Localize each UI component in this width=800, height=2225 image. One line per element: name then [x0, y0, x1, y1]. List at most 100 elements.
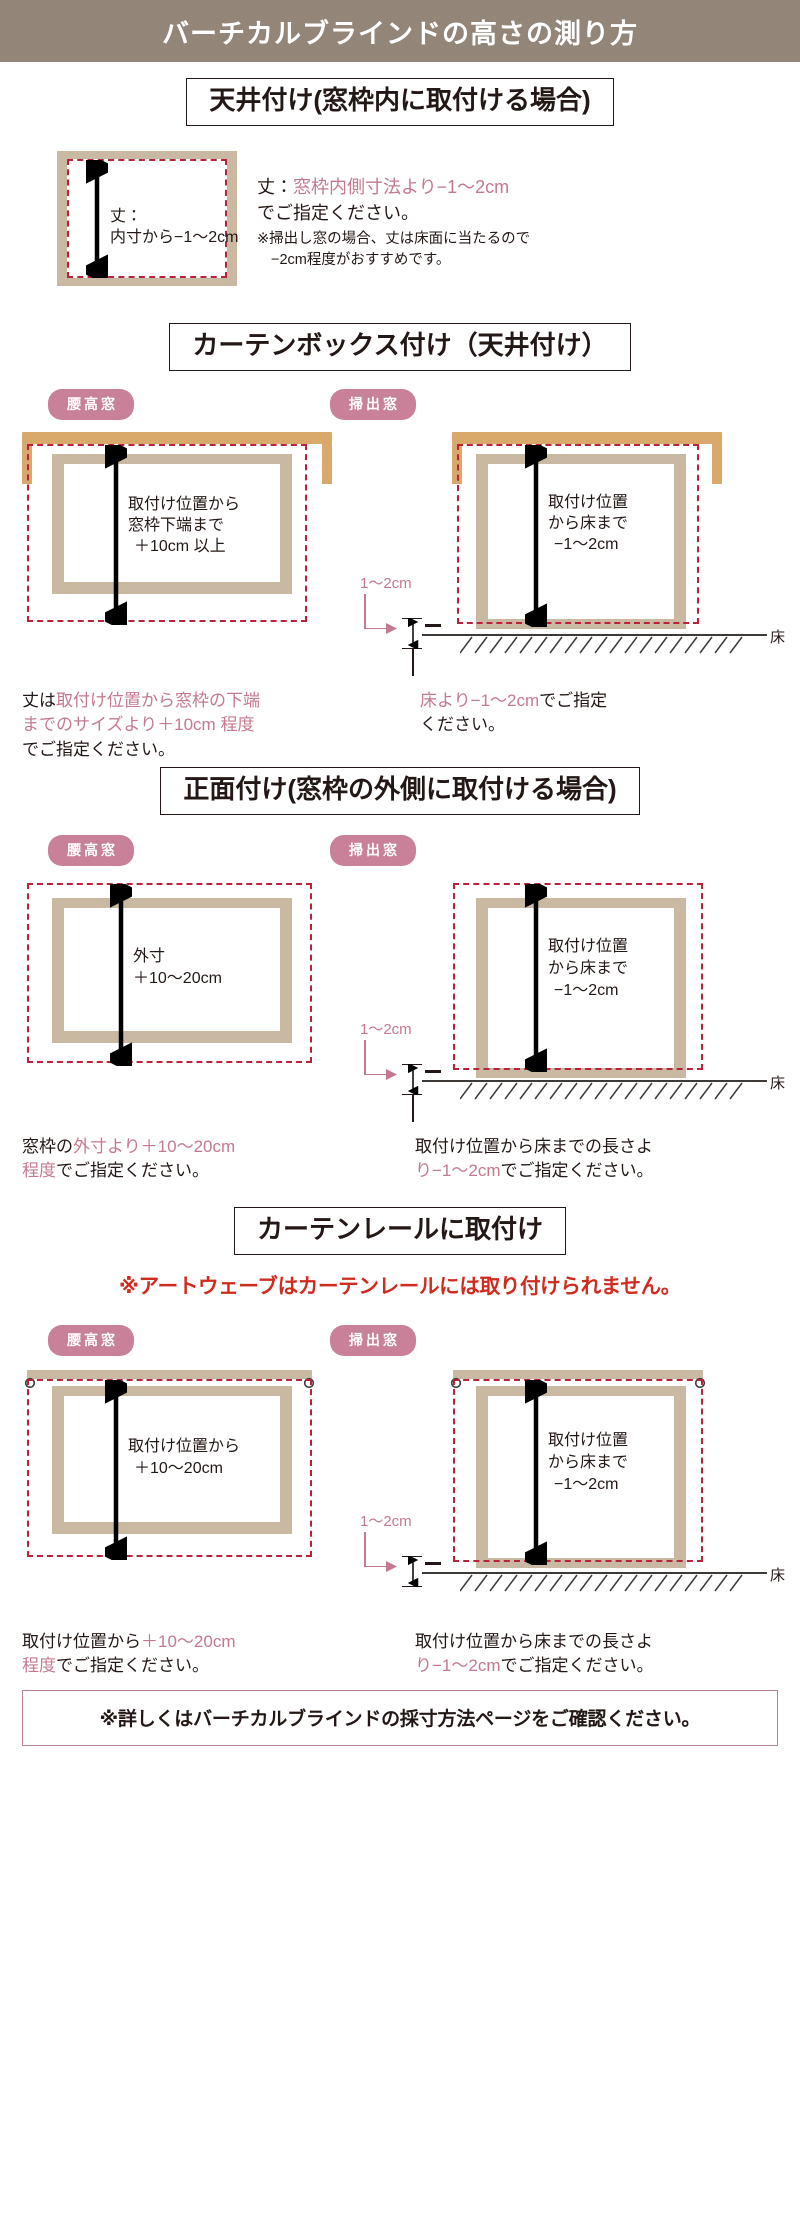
gap-leader-horizontal — [364, 1565, 390, 1568]
gap-extension-line — [412, 1093, 414, 1122]
gap-measure-arrow — [407, 617, 419, 649]
section-4-heading: カーテンレールに取付け — [233, 1206, 566, 1255]
blind-area-dashed — [27, 1378, 312, 1557]
gap-leader-arrow — [386, 1068, 397, 1080]
section-2-left-dim-3: ＋10cm 以上 — [134, 537, 226, 555]
floor-line — [422, 1571, 767, 1575]
rail-ring-right-icon — [303, 1377, 315, 1388]
gap-label: 1〜2cm — [360, 574, 412, 592]
section-1-desc-tail: でご指定ください。 — [257, 202, 419, 223]
s3-left-cap-tail: でご指定ください。 — [56, 1161, 209, 1181]
section-1-note-2: −2cm程度がおすすめです。 — [271, 252, 451, 269]
tag-hakidashi: 掃出窓 — [330, 1324, 416, 1356]
gap-leader-arrow — [386, 1560, 397, 1572]
curtain-box-bar — [452, 431, 722, 444]
section-1-desc-emph: 窓枠内側寸法より−1〜2cm — [293, 176, 510, 197]
s4-left-cap-pre: 取付け位置から — [22, 1631, 141, 1651]
tag-koshidaka: 腰高窓 — [48, 834, 134, 866]
rail-ring-left-icon — [24, 1377, 36, 1388]
s4-right-cap-line1: 取付け位置から床までの長さよ — [415, 1631, 653, 1651]
sill-mark — [425, 1069, 441, 1073]
s2-right-cap-mid: でご指定 — [539, 690, 608, 710]
section-2-right-dim-3: −1〜2cm — [554, 535, 619, 553]
page-title: バーチカルブラインドの高さの測り方 — [162, 18, 638, 49]
s3-left-cap-emph: 外寸より＋10〜20cm — [73, 1136, 236, 1156]
s3-left-cap-pre: 窓枠の — [22, 1136, 73, 1156]
s4-left-cap-tail: でご指定ください。 — [56, 1656, 209, 1676]
blind-area-dashed — [457, 443, 699, 624]
floor-label: 床 — [770, 1074, 786, 1092]
floor-line — [422, 633, 767, 637]
gap-label: 1〜2cm — [360, 1020, 412, 1038]
section-4-right-pill-wrap: 掃出窓 — [330, 1324, 416, 1356]
section-4-diagrams: 腰高窓 掃出窓 取付け位置から ＋10〜20cm — [0, 1324, 800, 1690]
floor-line — [422, 1079, 767, 1083]
height-arrow — [105, 444, 127, 625]
curtain-rail — [27, 1369, 312, 1379]
measuring-guide-page: バーチカルブラインドの高さの測り方 天井付け(窓枠内に取付ける場合) 丈： 内寸… — [0, 0, 800, 1746]
tag-koshidaka: 腰高窓 — [48, 388, 134, 420]
section-4-left-diagram: 取付け位置から ＋10〜20cm — [0, 1368, 330, 1608]
gap-leader-arrow — [386, 622, 397, 634]
window-frame-inner — [488, 907, 674, 1068]
section-2-right-pill-wrap: 掃出窓 — [330, 388, 416, 420]
section-2-left-dim-2: 窓枠下端まで — [128, 516, 225, 534]
section-3-heading: 正面付け(窓枠の外側に取付ける場合) — [160, 766, 640, 815]
s2-left-cap-emph2: までのサイズより＋10cm 程度 — [22, 715, 255, 735]
blind-area-dashed — [27, 882, 312, 1063]
section-4-left-dim-2: ＋10〜20cm — [134, 1459, 223, 1477]
section-3-right-pill-wrap: 掃出窓 — [330, 834, 416, 866]
curtain-box-right-side — [712, 443, 722, 484]
section-1-heading: 天井付け(窓枠内に取付ける場合) — [186, 78, 614, 126]
section-1-dim-line2: 内寸から−1〜2cm — [110, 228, 239, 246]
section-2-heading: カーテンボックス付け（天井付け） — [169, 322, 631, 371]
s2-right-cap-tail: ください。 — [420, 715, 505, 735]
height-arrow — [525, 883, 547, 1072]
section-3-left-dim-2: ＋10〜20cm — [133, 969, 222, 987]
gap-measure-arrow — [407, 1555, 419, 1587]
tag-koshidaka: 腰高窓 — [48, 1324, 134, 1356]
tag-hakidashi: 掃出窓 — [330, 834, 416, 866]
section-2-right-dim-1: 取付け位置 — [548, 493, 629, 511]
blind-area-dashed — [453, 882, 703, 1070]
section-2-right-diagram: 取付け位置 から床まで −1〜2cm 1〜2cm — [300, 431, 800, 682]
section-4-left-pill-wrap: 腰高窓 — [48, 1324, 134, 1356]
curtain-box-bar — [22, 431, 332, 444]
section-4-left-dim-1: 取付け位置から — [128, 1437, 241, 1455]
window-frame-inner — [64, 463, 280, 582]
floor-label: 床 — [770, 1566, 786, 1584]
s4-right-cap-emph: り−1〜2cm — [415, 1656, 501, 1676]
section-3-diagrams: 腰高窓 掃出窓 外寸 ＋10〜20cm 取付け位置 から床まで −1 — [0, 834, 800, 1195]
section-3-left-pill-wrap: 腰高窓 — [48, 834, 134, 866]
section-1-note-1: ※掃出し窓の場合、丈は床面に当たるので — [257, 231, 531, 248]
section-4-heading-wrap: カーテンレールに取付け — [0, 1206, 800, 1255]
gap-leader-horizontal — [364, 1073, 390, 1076]
s4-left-cap-emph: ＋10〜20cm — [141, 1631, 236, 1651]
s4-right-cap-tail: でご指定ください。 — [500, 1656, 654, 1676]
floor-hatch — [460, 1082, 743, 1100]
window-frame-inner — [64, 1395, 280, 1522]
floor-hatch — [460, 636, 743, 654]
section-4-right-dim-1: 取付け位置 — [548, 1431, 629, 1449]
curtain-box-right-side — [322, 443, 332, 484]
s3-right-cap-line1: 取付け位置から床までの長さよ — [415, 1136, 653, 1156]
gap-leader-vertical — [364, 1039, 366, 1075]
tag-hakidashi: 掃出窓 — [330, 388, 416, 420]
section-3-right-caption: 取付け位置から床までの長さよ り−1〜2cmでご指定ください。 — [415, 1135, 775, 1184]
height-arrow — [525, 1379, 547, 1565]
blind-area-dashed — [27, 443, 307, 622]
section-3-right-diagram: 取付け位置 から床まで −1〜2cm 1〜2cm — [300, 878, 800, 1128]
s3-right-cap-emph: り−1〜2cm — [415, 1161, 501, 1181]
gap-label: 1〜2cm — [360, 1512, 412, 1530]
gap-extension-line — [412, 647, 414, 676]
section-3-right-dim-3: −1〜2cm — [554, 981, 619, 999]
s2-left-cap-tail: でご指定ください。 — [22, 740, 175, 760]
section-3-left-dim-1: 外寸 — [133, 947, 166, 965]
section-3-left-diagram: 外寸 ＋10〜20cm — [0, 878, 330, 1108]
page-header: バーチカルブラインドの高さの測り方 — [0, 0, 800, 62]
section-2-diagrams: 腰高窓 掃出窓 取付け位置から 窓枠下端まで ＋10cm 以上 — [0, 388, 800, 759]
floor-label: 床 — [770, 628, 786, 646]
section-4-right-diagram: 取付け位置 から床まで −1〜2cm 1〜2cm — [300, 1368, 800, 1628]
window-frame-inner — [488, 463, 674, 619]
section-1-diagram: 丈： 内寸から−1〜2cm 丈：窓枠内側寸法より−1〜2cm でご指定ください。… — [0, 144, 800, 309]
